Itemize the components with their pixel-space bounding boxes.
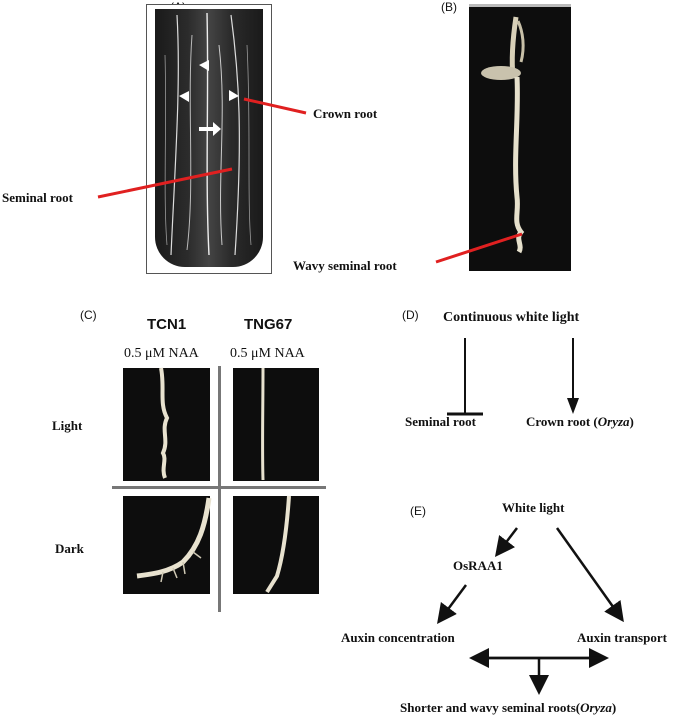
row-light-label: Light — [52, 418, 83, 433]
panel-b-letter: (B) — [441, 0, 457, 14]
seminal-root-node: Seminal root — [405, 414, 476, 429]
panel-a-roots — [164, 12, 252, 256]
auxin-transport-node: Auxin transport — [577, 630, 667, 645]
white-light-node: White light — [502, 500, 565, 515]
panel-c-horizontal-divider — [112, 486, 326, 489]
continuous-white-light: Continuous white light — [443, 310, 580, 325]
panel-d-letter: (D) — [402, 308, 419, 322]
tng67-treatment: 0.5 μM NAA — [230, 346, 305, 361]
tng67-dark-photo — [233, 495, 319, 594]
tcn1-light-photo — [123, 367, 210, 481]
tcn1-header: TCN1 — [147, 316, 187, 333]
outcome-node: Shorter and wavy seminal roots(Oryza) — [400, 700, 617, 715]
seminal-root-label: Seminal root — [2, 190, 73, 205]
panel-b-seedling — [481, 16, 525, 254]
panel-c-letter: (C) — [80, 308, 97, 322]
crown-root-node: Crown root (Oryza) — [526, 414, 634, 429]
panel-e-letter: (E) — [410, 504, 426, 518]
panel-c-vertical-divider — [218, 366, 221, 612]
tcn1-dark-photo — [123, 496, 212, 594]
tng67-light-photo — [233, 367, 319, 481]
tcn1-treatment: 0.5 μM NAA — [124, 346, 199, 361]
auxin-concentration-node: Auxin concentration — [341, 630, 455, 645]
tng67-header: TNG67 — [244, 316, 293, 333]
panel-b-photo — [469, 4, 571, 271]
row-dark-label: Dark — [55, 541, 84, 556]
panel-a-photo — [146, 4, 272, 274]
wavy-seminal-root-label: Wavy seminal root — [293, 258, 397, 273]
osraa1-node: OsRAA1 — [453, 558, 503, 573]
crown-root-label: Crown root — [313, 106, 378, 121]
